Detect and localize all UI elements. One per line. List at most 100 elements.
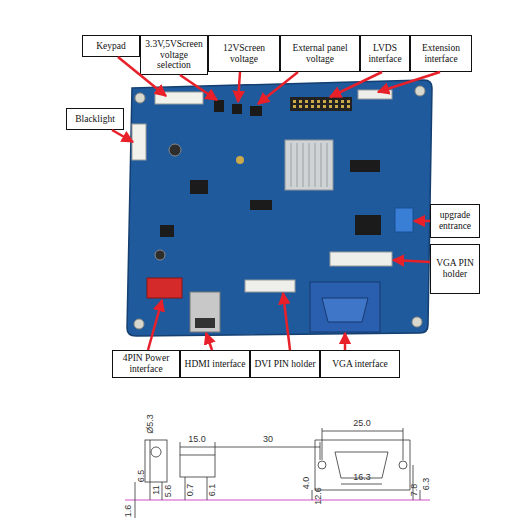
leader-arrow bbox=[393, 260, 430, 262]
backlight-connector bbox=[132, 124, 146, 160]
capacitor bbox=[155, 250, 165, 260]
vga-screw bbox=[399, 461, 407, 469]
leader-arrows bbox=[112, 57, 440, 350]
dimension-line bbox=[322, 431, 403, 432]
callout-box: HDMI interface bbox=[180, 350, 250, 378]
extension-line bbox=[322, 428, 323, 460]
extension-line bbox=[312, 490, 313, 500]
dimension-label: 4.0 bbox=[302, 477, 311, 490]
callout-text: Blacklight bbox=[75, 114, 115, 125]
callout-text: upgrade entrance bbox=[433, 210, 477, 232]
dimension-line bbox=[180, 447, 215, 448]
mounting-hole bbox=[134, 319, 144, 329]
voltage-jumper bbox=[250, 106, 262, 116]
hdmi-outline bbox=[180, 455, 215, 477]
leader-arrow bbox=[378, 72, 440, 92]
dimension-label: 12.6 bbox=[314, 487, 323, 505]
ic-chip bbox=[160, 225, 174, 237]
leader-arrow bbox=[258, 72, 298, 104]
board-outline bbox=[127, 80, 432, 336]
extension-line bbox=[420, 490, 421, 500]
dimension-label: Ø5.3 bbox=[146, 414, 155, 434]
dimension-label: 6.1 bbox=[208, 484, 217, 497]
dimension-label: 30 bbox=[263, 435, 273, 444]
pcb-board bbox=[127, 80, 432, 336]
extension-line bbox=[135, 482, 136, 518]
dimension-label: 6.5 bbox=[137, 470, 146, 483]
callout-text: VGA PIN holder bbox=[433, 258, 477, 280]
mounting-hole bbox=[135, 93, 145, 103]
dimension-line bbox=[341, 484, 382, 485]
vga-screw bbox=[318, 461, 326, 469]
extension-line bbox=[320, 442, 321, 460]
callout-text: HDMI interface bbox=[185, 359, 246, 370]
dimension-label: 6.3 bbox=[422, 478, 431, 491]
vga-outline bbox=[315, 440, 410, 490]
keypad-connector bbox=[155, 92, 203, 104]
dimension-label: 7.8 bbox=[410, 484, 419, 497]
callout-box: Keypad bbox=[82, 35, 140, 57]
callout-box: DVI PIN holder bbox=[250, 350, 320, 378]
heatsink-fins bbox=[291, 143, 327, 187]
leader-arrow bbox=[112, 130, 133, 142]
dimension-label: 5.6 bbox=[164, 485, 173, 498]
callout-box: upgrade entrance bbox=[430, 204, 480, 238]
dc-jack-hole bbox=[151, 447, 161, 457]
baseline bbox=[125, 499, 430, 501]
leader-arrow bbox=[148, 300, 162, 350]
vga-pin-holder bbox=[330, 252, 392, 266]
callout-box: 4PIN Power interface bbox=[112, 350, 180, 378]
dc-jack-outline bbox=[145, 440, 167, 482]
dimension-label: 15.0 bbox=[188, 435, 206, 444]
ic-chip bbox=[355, 215, 381, 235]
lvds-header bbox=[290, 97, 352, 111]
extension-line bbox=[403, 428, 404, 460]
voltage-jumper bbox=[232, 104, 242, 114]
heatsink bbox=[285, 140, 333, 190]
callout-box: VGA PIN holder bbox=[430, 244, 480, 294]
dimension-label: 11 bbox=[152, 485, 161, 494]
dimension-label: 0.7 bbox=[186, 484, 195, 497]
callout-text: 12VScreen voltage bbox=[211, 43, 277, 65]
dimension-label: 1.6 bbox=[124, 505, 133, 518]
hdmi-connector bbox=[190, 292, 220, 332]
ic-chip bbox=[350, 160, 380, 172]
callout-text: DVI PIN holder bbox=[254, 359, 315, 370]
leader-arrow bbox=[180, 75, 217, 100]
callout-text: External panel voltage bbox=[283, 43, 357, 65]
callout-text: Extension interface bbox=[413, 43, 469, 65]
capacitor bbox=[236, 156, 244, 164]
upgrade-connector bbox=[395, 208, 413, 232]
mounting-hole bbox=[412, 317, 422, 327]
dimension-label: 16.3 bbox=[353, 473, 371, 482]
callout-box: 3.3V,5VScreen voltage selection bbox=[140, 35, 208, 75]
extension-line bbox=[150, 440, 151, 500]
vga-shell bbox=[322, 298, 368, 322]
dimension-drawing bbox=[125, 428, 430, 518]
leader-arrow bbox=[344, 333, 347, 350]
capacitor bbox=[169, 144, 181, 156]
callout-text: Keypad bbox=[96, 41, 126, 52]
extension-line bbox=[180, 442, 181, 455]
header-pins bbox=[293, 100, 350, 108]
voltage-jumper bbox=[214, 100, 224, 112]
leader-arrow bbox=[238, 72, 240, 102]
callout-box: LVDS interface bbox=[360, 35, 410, 72]
dimension-label: 25.0 bbox=[353, 419, 371, 428]
callout-text: VGA interface bbox=[332, 359, 388, 370]
power-connector bbox=[147, 278, 182, 298]
leader-arrow bbox=[414, 220, 430, 223]
extension-line bbox=[215, 442, 216, 455]
dvi-pin-holder bbox=[245, 280, 295, 292]
leader-arrow bbox=[118, 57, 166, 96]
leader-arrow bbox=[206, 333, 212, 350]
callout-box: Blacklight bbox=[66, 108, 124, 130]
callout-box: Extension interface bbox=[410, 35, 472, 72]
vga-connector bbox=[310, 282, 380, 332]
mounting-hole bbox=[415, 86, 425, 96]
